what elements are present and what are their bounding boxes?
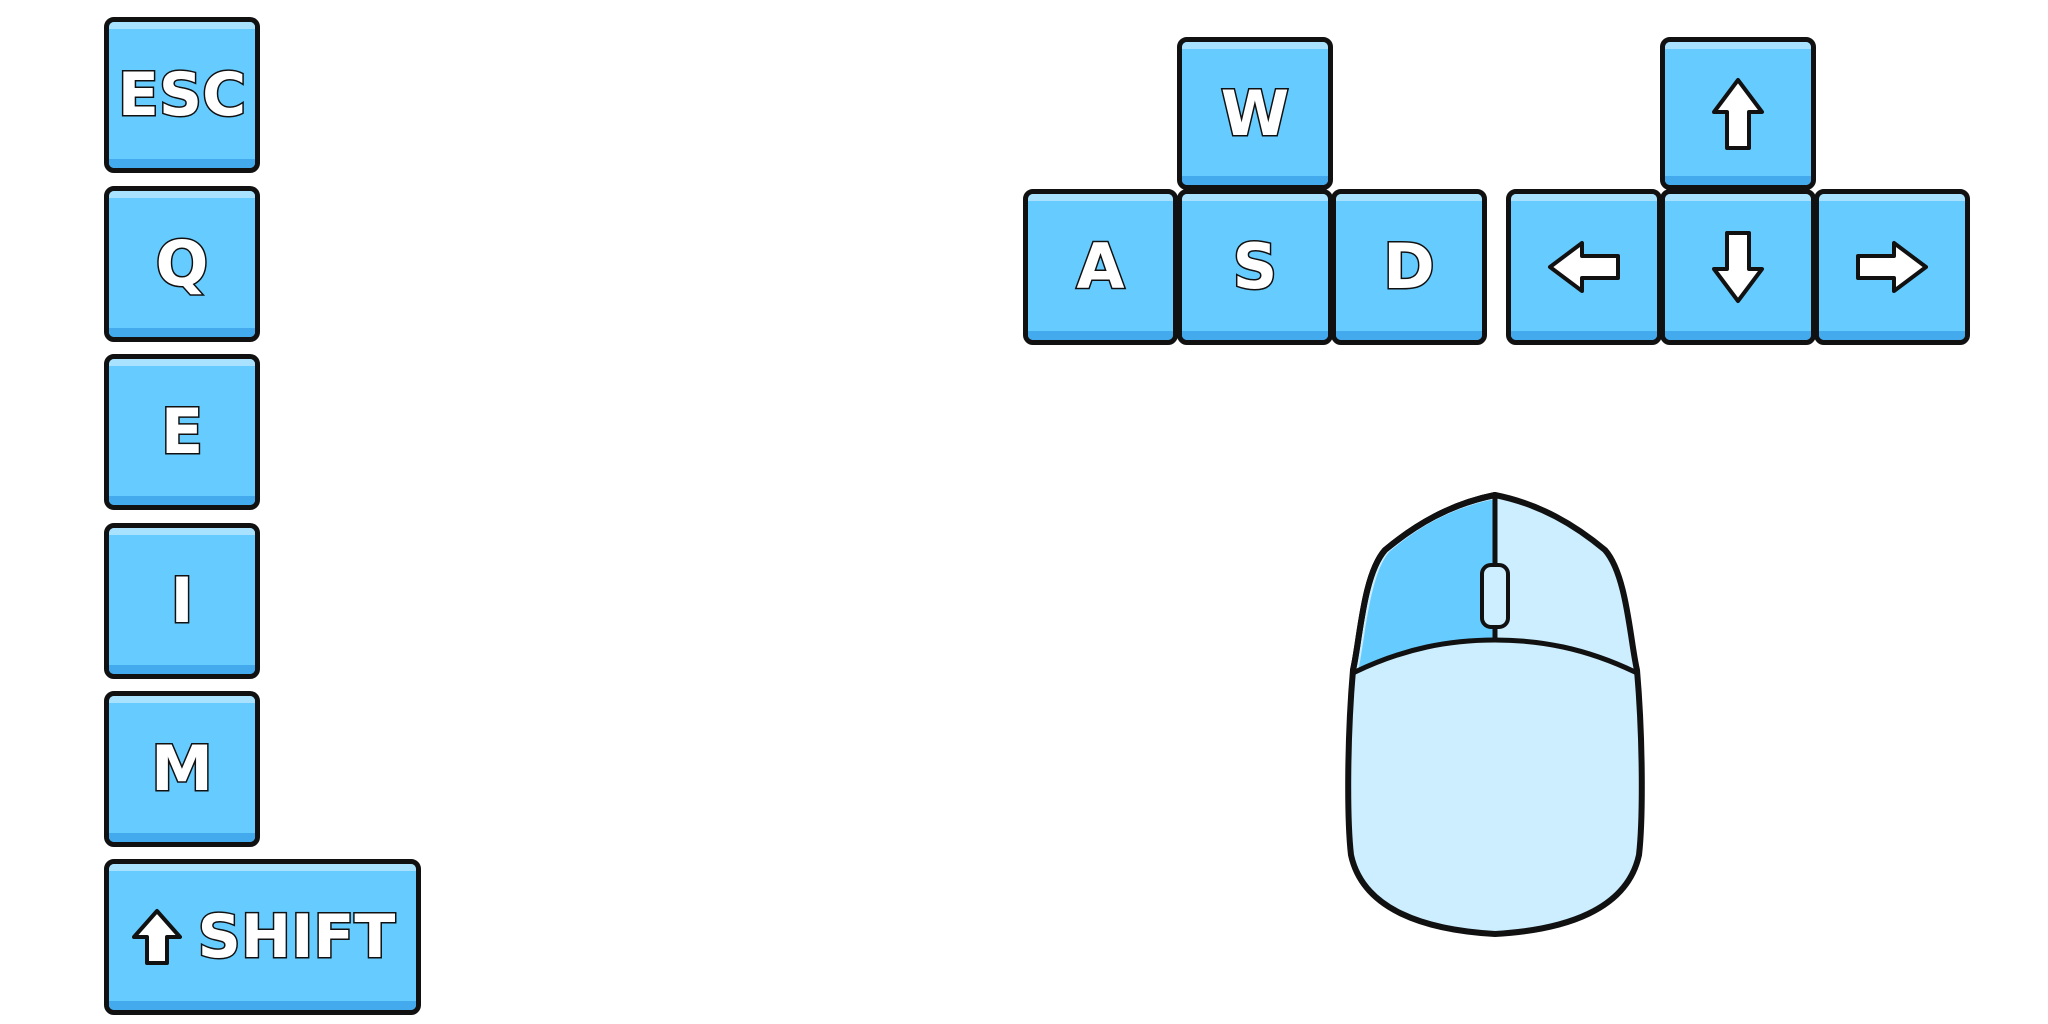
mouse-scroll-wheel [1480, 563, 1510, 629]
key-e-label: E [159, 395, 204, 468]
key-s-label: S [1231, 230, 1279, 303]
key-arrow-left[interactable] [1506, 189, 1662, 345]
key-shift-label: SHIFT [196, 902, 397, 972]
key-m-label: M [150, 732, 215, 805]
key-a[interactable]: A [1023, 189, 1178, 345]
key-arrow-up[interactable] [1660, 37, 1816, 190]
key-shift-content: SHIFT [130, 902, 397, 972]
key-arrow-right[interactable] [1814, 189, 1970, 345]
key-a-label: A [1075, 230, 1126, 303]
key-esc-label: ESC [116, 60, 247, 130]
key-s[interactable]: S [1177, 189, 1333, 345]
key-q[interactable]: Q [104, 186, 260, 342]
shift-up-arrow-icon [131, 909, 182, 965]
key-w[interactable]: W [1177, 37, 1333, 190]
arrow-right-icon [1856, 241, 1928, 293]
mouse-left-button [1358, 499, 1495, 672]
key-d-label: D [1382, 230, 1436, 303]
key-e[interactable]: E [104, 354, 260, 510]
key-q-label: Q [154, 227, 210, 300]
key-i-label: I [169, 564, 195, 637]
arrow-down-icon [1712, 231, 1764, 303]
arrow-up-icon [1712, 77, 1764, 150]
arrow-left-icon [1548, 241, 1620, 293]
key-esc[interactable]: ESC [104, 17, 260, 173]
key-arrow-down[interactable] [1660, 189, 1816, 345]
key-w-label: W [1219, 76, 1290, 150]
mouse-left-click-icon [1345, 492, 1645, 937]
key-shift[interactable]: SHIFT [104, 859, 421, 1015]
key-d[interactable]: D [1331, 189, 1487, 345]
key-m[interactable]: M [104, 691, 260, 847]
key-i[interactable]: I [104, 523, 260, 679]
